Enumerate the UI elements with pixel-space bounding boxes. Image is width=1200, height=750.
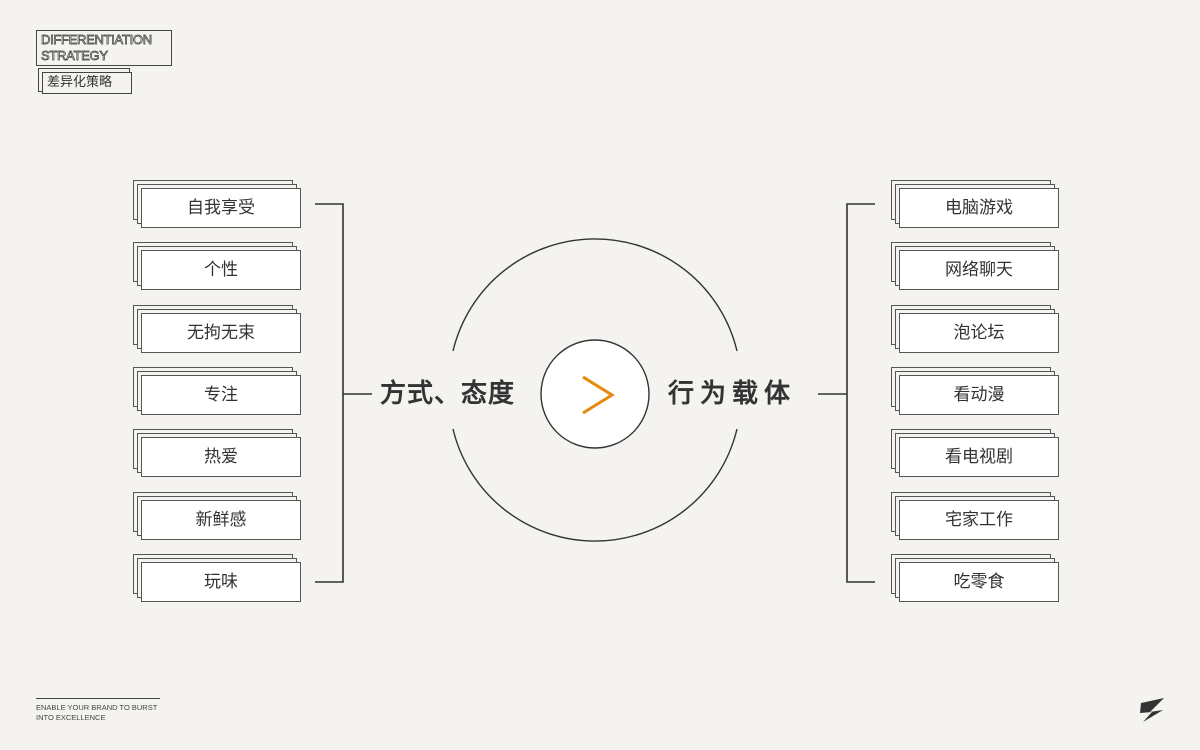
left-item: 热爱	[141, 437, 301, 477]
header-english-line2: STRATEGY	[41, 48, 109, 64]
z-logo-icon	[1140, 698, 1164, 722]
right-item: 宅家工作	[899, 500, 1059, 540]
right-center-label: 行为载体	[668, 379, 797, 409]
header-english-line1: DIFFERENTIATION	[41, 32, 153, 48]
inner-circle	[540, 339, 650, 449]
outer-circle-top	[452, 238, 738, 352]
left-bracket	[315, 203, 344, 583]
left-item: 玩味	[141, 562, 301, 602]
footer-divider	[36, 698, 160, 699]
footer-tagline: ENABLE YOUR BRAND TO BURST INTO EXCELLEN…	[36, 703, 236, 723]
right-item: 网络聊天	[899, 250, 1059, 290]
right-item: 泡论坛	[899, 313, 1059, 353]
outer-circle-bottom	[452, 428, 738, 542]
right-item: 吃零食	[899, 562, 1059, 602]
left-item: 新鲜感	[141, 500, 301, 540]
chevron-right-icon	[582, 375, 615, 415]
right-item: 看动漫	[899, 375, 1059, 415]
footer-line2: INTO EXCELLENCE	[36, 713, 106, 722]
footer-line1: ENABLE YOUR BRAND TO BURST	[36, 703, 158, 712]
right-item: 看电视剧	[899, 437, 1059, 477]
left-item: 无拘无束	[141, 313, 301, 353]
left-center-label: 方式、态度	[380, 379, 516, 409]
right-bracket	[846, 203, 875, 583]
header-chinese-tag: 差异化策略	[42, 72, 132, 94]
left-item: 个性	[141, 250, 301, 290]
left-item: 专注	[141, 375, 301, 415]
right-item: 电脑游戏	[899, 188, 1059, 228]
header-english-tag: DIFFERENTIATION STRATEGY	[36, 30, 172, 66]
left-item: 自我享受	[141, 188, 301, 228]
